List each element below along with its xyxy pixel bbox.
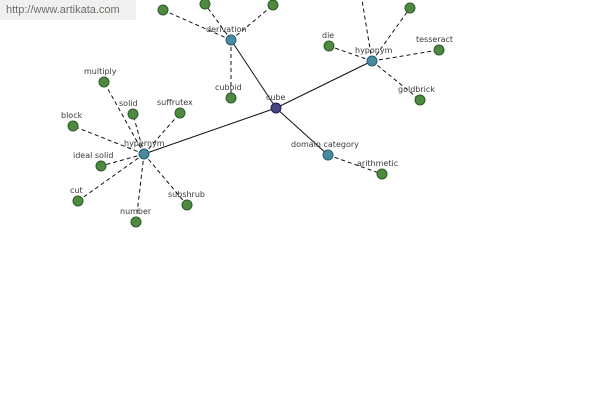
leaf-label-number: number [120, 207, 152, 216]
relation-node-hypernym[interactable] [138, 148, 150, 160]
leaf-node-subshrub[interactable] [181, 199, 193, 211]
edge-domain-arithmetic [327, 154, 383, 175]
edge-derivation-top-mid [204, 3, 232, 41]
relation-label-domain-category: domain category [291, 140, 359, 149]
leaf-label-cut: cut [70, 186, 83, 195]
leaf-node-ideal-solid[interactable] [95, 160, 107, 172]
edge-hypernym-suffrutex [143, 112, 181, 155]
leaf-node-derivation-top-left[interactable] [157, 4, 169, 16]
edge-cube-hypernym [143, 107, 277, 155]
leaf-node-hyponym-top-right[interactable] [404, 2, 416, 14]
edge-hypernym-number [135, 153, 145, 223]
leaf-node-tesseract[interactable] [433, 44, 445, 56]
edge-derivation-top-right [230, 4, 274, 41]
leaf-label-ideal-solid: ideal solid [73, 151, 113, 160]
leaf-label-tesseract: tesseract [416, 35, 453, 44]
leaf-label-die: die [322, 31, 334, 40]
edge-hyponym-top-right [371, 7, 411, 62]
edge-cube-derivation [230, 39, 277, 109]
leaf-node-goldbrick[interactable] [414, 94, 426, 106]
leaf-label-suffrutex: suffrutex [157, 98, 193, 107]
leaf-label-multiply: multiply [84, 67, 117, 76]
leaf-node-arithmetic[interactable] [376, 168, 388, 180]
leaf-node-number[interactable] [130, 216, 142, 228]
leaf-node-multiply[interactable] [98, 76, 110, 88]
root-node-cube[interactable] [270, 102, 282, 114]
leaf-label-arithmetic: arithmetic [357, 159, 398, 168]
leaf-label-cuboid: cuboid [215, 83, 242, 92]
edge-hypernym-block [72, 125, 145, 155]
leaf-label-goldbrick: goldbrick [398, 85, 435, 94]
edge-hyponym-top [361, 0, 373, 62]
edge-derivation-top-left [162, 9, 232, 41]
leaf-label-block: block [61, 111, 83, 120]
leaf-label-solid: solid [119, 99, 138, 108]
edge-cube-domain-category [275, 107, 329, 156]
edge-hypernym-ideal-solid [100, 153, 145, 167]
leaf-label-subshrub: subshrub [168, 190, 205, 199]
relation-label-hypernym: hypernym [124, 139, 165, 148]
root-label-cube: cube [266, 93, 286, 102]
leaf-node-derivation-top-mid[interactable] [199, 0, 211, 10]
edge-hypernym-cut [77, 153, 145, 202]
edge-cube-hyponym [275, 60, 373, 109]
leaf-node-solid[interactable] [127, 108, 139, 120]
edge-hyponym-die [328, 45, 373, 62]
leaf-node-cut[interactable] [72, 195, 84, 207]
site-url-label[interactable]: http://www.artikata.com [0, 0, 136, 20]
leaf-node-cuboid[interactable] [225, 92, 237, 104]
edge-hypernym-solid [132, 113, 145, 155]
relation-node-domain-category[interactable] [322, 149, 334, 161]
leaf-node-block[interactable] [67, 120, 79, 132]
relation-label-hyponym: hyponym [355, 46, 393, 55]
relation-node-hyponym[interactable] [366, 55, 378, 67]
leaf-node-suffrutex[interactable] [174, 107, 186, 119]
relation-node-derivation[interactable] [225, 34, 237, 46]
leaf-node-die[interactable] [323, 40, 335, 52]
relation-label-derivation: derivation [206, 25, 246, 34]
edge-hyponym-goldbrick [371, 60, 421, 101]
leaf-node-derivation-top-right[interactable] [267, 0, 279, 11]
edge-hyponym-tesseract [371, 49, 440, 62]
